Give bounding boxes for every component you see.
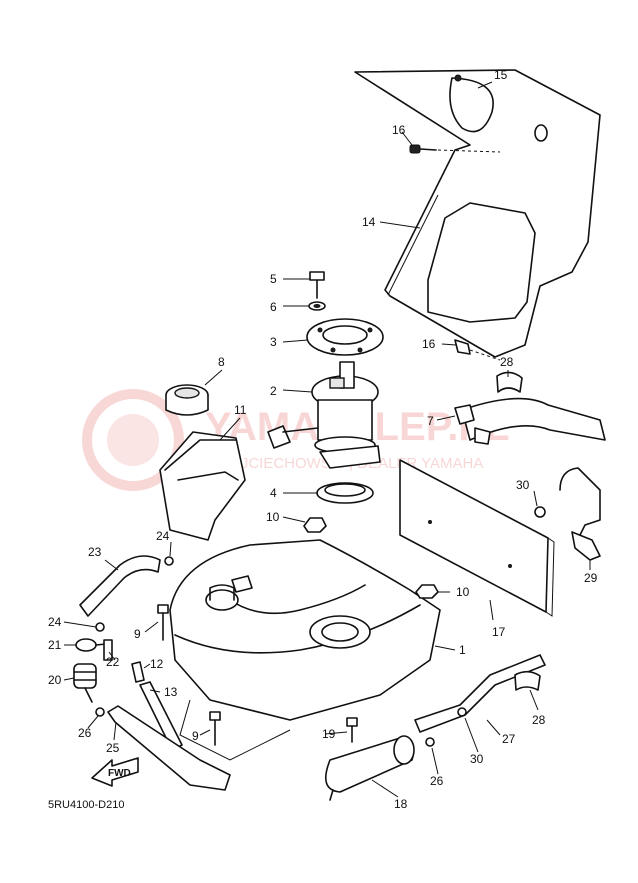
callout-18: 18	[394, 797, 408, 811]
part-22-joint	[103, 639, 113, 661]
callout-8: 8	[218, 355, 225, 369]
callout-30-lower: 30	[470, 752, 484, 766]
part-9-bolt-upper	[157, 604, 169, 641]
part-23-hose	[79, 555, 161, 617]
watermark: YAMASKLEP.PL WOJCIECHOWSKI | DEALER YAMA…	[82, 389, 510, 491]
part-2-fuel-pump	[267, 361, 381, 469]
callout-12: 12	[150, 657, 164, 671]
part-30-clip-lower	[457, 707, 467, 717]
callout-22: 22	[106, 655, 120, 669]
part-5-bolt	[309, 271, 325, 299]
part-1-fuel-tank	[169, 539, 441, 761]
fwd-arrow: FWD	[91, 757, 139, 787]
leader-lines	[63, 81, 591, 798]
callout-10-lower: 10	[456, 585, 470, 599]
callout-19: 19	[322, 727, 336, 741]
part-25-hose	[107, 705, 231, 791]
part-12-13-breather-hose	[131, 661, 183, 751]
part-4-gasket	[316, 482, 374, 504]
callout-7: 7	[427, 414, 434, 428]
part-8-fuel-cap	[165, 384, 209, 416]
callout-4: 4	[270, 486, 277, 500]
callout-9-lower: 9	[192, 729, 199, 743]
part-6-washer	[308, 301, 326, 311]
callout-3: 3	[270, 335, 277, 349]
callout-2: 2	[270, 384, 277, 398]
part-26-clips	[95, 707, 435, 747]
callout-28-upper: 28	[500, 355, 514, 369]
callout-26-left: 26	[78, 726, 92, 740]
callout-15: 15	[494, 68, 508, 82]
part-14-cover-plate	[354, 69, 601, 358]
part-19-screw	[346, 717, 358, 743]
callout-16-lower: 16	[422, 337, 436, 351]
part-10-nut-upper	[303, 517, 327, 533]
callout-24-upper: 24	[156, 529, 170, 543]
callout-14: 14	[362, 215, 376, 229]
callout-27: 27	[502, 732, 516, 746]
callout-5: 5	[270, 272, 277, 286]
callout-23: 23	[88, 545, 102, 559]
part-9-bolt-lower	[209, 711, 221, 746]
watermark-logo	[82, 389, 184, 491]
callout-17: 17	[492, 625, 506, 639]
part-29-valve	[559, 467, 601, 561]
part-28-clamp-upper	[496, 371, 523, 393]
callout-1: 1	[459, 643, 466, 657]
callout-6: 6	[270, 300, 277, 314]
part-16-screw-upper	[409, 144, 501, 154]
callout-28-lower: 28	[532, 713, 546, 727]
callout-13: 13	[164, 685, 178, 699]
part-27-hose	[414, 654, 546, 733]
part-30-clip-upper	[534, 506, 546, 518]
part-18-fuel-filter	[324, 735, 415, 801]
callout-30-upper: 30	[516, 478, 530, 492]
callout-21: 21	[48, 638, 62, 652]
part-16-screw-lower	[454, 339, 501, 361]
part-10-nut-lower	[415, 584, 439, 599]
callout-26-right: 26	[430, 774, 444, 788]
part-28-clamp-lower	[514, 670, 541, 691]
part-15-rubber-flap	[449, 74, 494, 133]
callout-24-lower: 24	[48, 615, 62, 629]
callout-11: 11	[234, 403, 247, 417]
callout-10-upper: 10	[266, 510, 280, 524]
callout-29: 29	[584, 571, 598, 585]
callout-9-upper: 9	[134, 627, 141, 641]
callout-25: 25	[106, 741, 120, 755]
part-7-hose-right	[454, 397, 606, 445]
fwd-arrow-label: FWD	[108, 768, 131, 779]
callout-labels: 15 16 14 5 6 3 16 28 8 2 11 7 4 30 10 24…	[48, 68, 598, 811]
part-11-filler-cover	[159, 431, 246, 541]
part-3-retainer-plate	[306, 318, 384, 356]
part-20-filter	[73, 663, 97, 703]
part-21-clamp	[75, 638, 107, 652]
diagram-code: 5RU4100-D210	[48, 799, 124, 811]
callout-20: 20	[48, 673, 62, 687]
callout-16-upper: 16	[392, 123, 406, 137]
part-17-pad-panel	[399, 459, 555, 617]
